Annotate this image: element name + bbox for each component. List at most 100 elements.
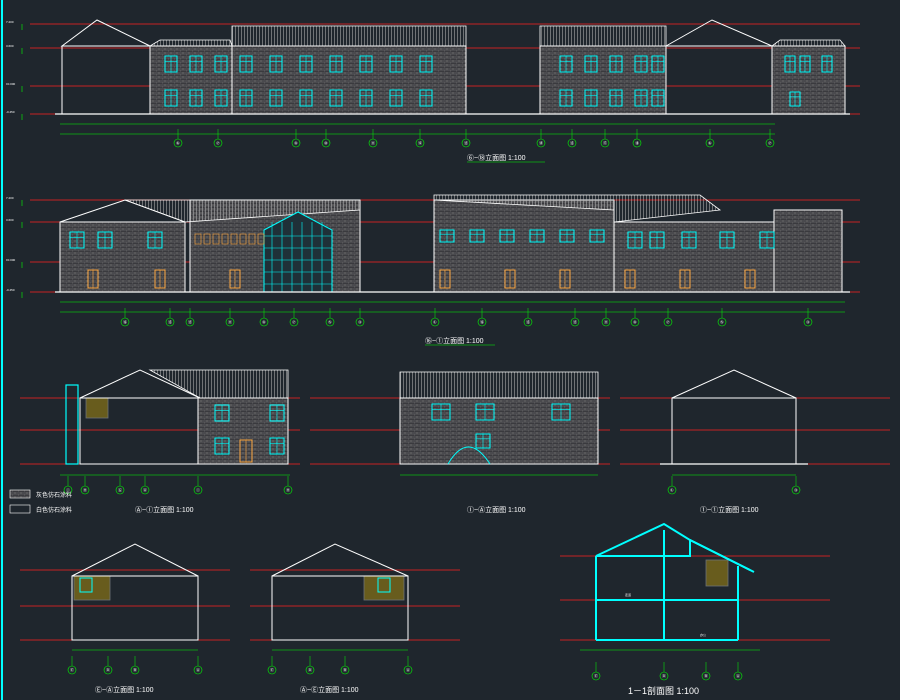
sheet-b-axis-bubble xyxy=(570,317,580,327)
level-tag: -0.450 xyxy=(6,110,15,114)
sheet-b-axis-bubble xyxy=(325,317,335,327)
sheet-c-axis-label: Ⓘ xyxy=(66,487,70,493)
section-axis-bubble xyxy=(591,671,601,681)
sheet-c-axis-bubble xyxy=(193,485,203,495)
sheet-a-axis-label: ⑪ xyxy=(371,140,375,146)
material-legend: 灰色仿石涂料 白色仿石涂料 xyxy=(9,489,72,514)
sheet-a-axis-label: ⑬ xyxy=(464,140,468,146)
sheet-a-axis-bubble xyxy=(415,138,425,148)
sheet-e-axis-bubble xyxy=(791,485,801,495)
section-axis-label: Ⓐ xyxy=(736,673,740,679)
sheet-a-axis-label: ⑩ xyxy=(324,141,328,146)
legend-label-0: 灰色仿石涂料 xyxy=(36,491,72,499)
sheet-e-axis-label: ① xyxy=(670,488,674,493)
sheet-f-axis-bubble xyxy=(67,665,77,675)
section-axis-bubble xyxy=(659,671,669,681)
legend-label-1: 白色仿石涂料 xyxy=(36,506,72,514)
sheet-f-axis-label: Ⓑ xyxy=(133,667,137,673)
sheet-a-axis-label: ⑱ xyxy=(635,140,639,146)
level-tag: 3.600 xyxy=(6,218,14,222)
sheet-a-axis-label: ⑫ xyxy=(418,140,422,146)
sheet-c-title: Ⓐ~Ⓘ立面图 1:100 xyxy=(135,505,194,514)
balcony-panel xyxy=(194,233,202,245)
sheet-g-axis-label: Ⓓ xyxy=(308,667,312,673)
section-axis-label: Ⓓ xyxy=(662,673,666,679)
sheet-a-axis-label: ⑥ xyxy=(176,141,180,146)
level-tag: 3.600 xyxy=(6,44,14,48)
section-axis-bubble xyxy=(733,671,743,681)
sheet-f-axis-bubble xyxy=(193,665,203,675)
sheet-f-axis-label: Ⓓ xyxy=(106,667,110,673)
balcony-panel xyxy=(221,233,229,245)
sheet-a-windows xyxy=(164,55,833,107)
sheet-b-axis-bubble xyxy=(663,317,673,327)
sheet-a-axis-bubble xyxy=(291,138,301,148)
sheet-a-axis-label: ⑭ xyxy=(539,140,543,146)
sheet-b-axis-bubble xyxy=(185,317,195,327)
sheet-f-axis-label: Ⓔ xyxy=(70,667,74,673)
level-tag: -0.450 xyxy=(6,288,15,292)
section-axis-label: Ⓔ xyxy=(594,673,598,679)
sheet-b-axis-bubble xyxy=(259,317,269,327)
level-tag: 7.200 xyxy=(6,20,14,24)
sheet-c-axis-bubble xyxy=(63,485,73,495)
sheet-a-axis-bubble xyxy=(173,138,183,148)
sheet-a-axis-bubble xyxy=(765,138,775,148)
balcony-panel xyxy=(257,233,265,245)
sheet-b-axis-label: ⑯ xyxy=(123,319,127,325)
sheet-c-axis-label: Ⓘ xyxy=(196,487,200,493)
sheet-g-title: Ⓐ~Ⓔ立面图 1:100 xyxy=(300,685,359,694)
balcony-panel xyxy=(212,233,220,245)
section-room-label-1: 办公 xyxy=(700,632,706,637)
sheet-a-axis-bubble xyxy=(536,138,546,148)
sheet-b-windows xyxy=(69,229,775,289)
sheet-b-axis-bubble xyxy=(430,317,440,327)
sheet-b-axis-label: ⑤ xyxy=(328,320,332,325)
sheet-b-axis-label: ① xyxy=(433,320,437,325)
section-room-label-0: 走道 xyxy=(625,592,631,597)
sheet-g-axis-bubble xyxy=(340,665,350,675)
sheet-c-axis-label: Ⓐ xyxy=(143,487,147,493)
sheet-b-axis-label: ⑬ xyxy=(573,319,577,325)
sheet-e-axis-label: ③ xyxy=(794,488,798,493)
sheet-b-axis-label: ③ xyxy=(806,320,810,325)
sheet-a-axis-label: ⑮ xyxy=(570,140,574,146)
sheet-b-axis-bubble xyxy=(803,317,813,327)
sheet-g-axis-label: Ⓐ xyxy=(406,667,410,673)
sheet-a-axis-bubble xyxy=(321,138,331,148)
sheet-b-axis-label: ⑤ xyxy=(720,320,724,325)
sheet-b-axis-bubble xyxy=(477,317,487,327)
sheet-b-axis-label: ③ xyxy=(358,320,362,325)
sheet-a-title: ⑥~⑱立面图 1:100 xyxy=(467,153,526,162)
sheet-g-axis-bubble xyxy=(403,665,413,675)
sheet-a-axis-label: ⑦ xyxy=(768,141,772,146)
sheet-b-axis-bubble xyxy=(630,317,640,327)
sheet-f-title: Ⓔ~Ⓐ立面图 1:100 xyxy=(95,685,154,694)
sheet-a-axis-bubble xyxy=(705,138,715,148)
sheet-b-axis-bubble xyxy=(289,317,299,327)
sheet-b-axis-bubble xyxy=(225,317,235,327)
sheet-b-axis-label: ⑬ xyxy=(188,319,192,325)
hatch-swatch-icon xyxy=(9,489,31,499)
sheet-a-axis-bubble xyxy=(632,138,642,148)
sheet-b-axis-label: ⑯ xyxy=(480,319,484,325)
sheet-g-axis-label: Ⓑ xyxy=(343,667,347,673)
sheet-c-axis-label: Ⓗ xyxy=(286,487,290,493)
sheet-c-axis-bubble xyxy=(283,485,293,495)
sheet-b-axis-label: ⑮ xyxy=(168,319,172,325)
balcony-panel xyxy=(239,233,247,245)
sheet-c-axis-bubble xyxy=(115,485,125,495)
sheet-b-axis-label: ⑮ xyxy=(526,319,530,325)
sheet-a-axis-bubble xyxy=(567,138,577,148)
